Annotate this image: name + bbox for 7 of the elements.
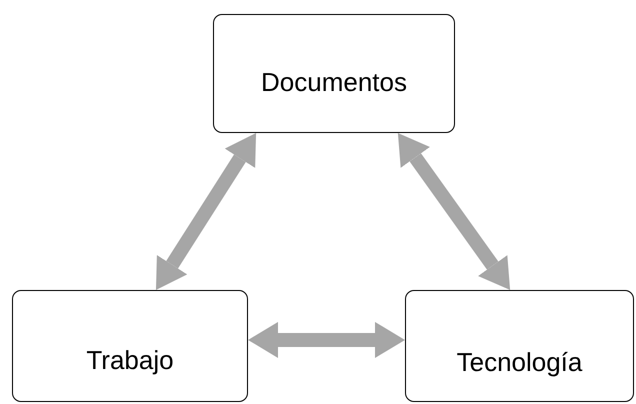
double-arrow [248, 322, 405, 358]
rounded-box [213, 14, 455, 133]
rounded-box [12, 290, 248, 402]
rounded-box [405, 290, 634, 402]
node-label: Tecnología [456, 347, 582, 378]
node-label: Trabajo [86, 345, 174, 376]
node-label: Documentos [261, 67, 407, 98]
